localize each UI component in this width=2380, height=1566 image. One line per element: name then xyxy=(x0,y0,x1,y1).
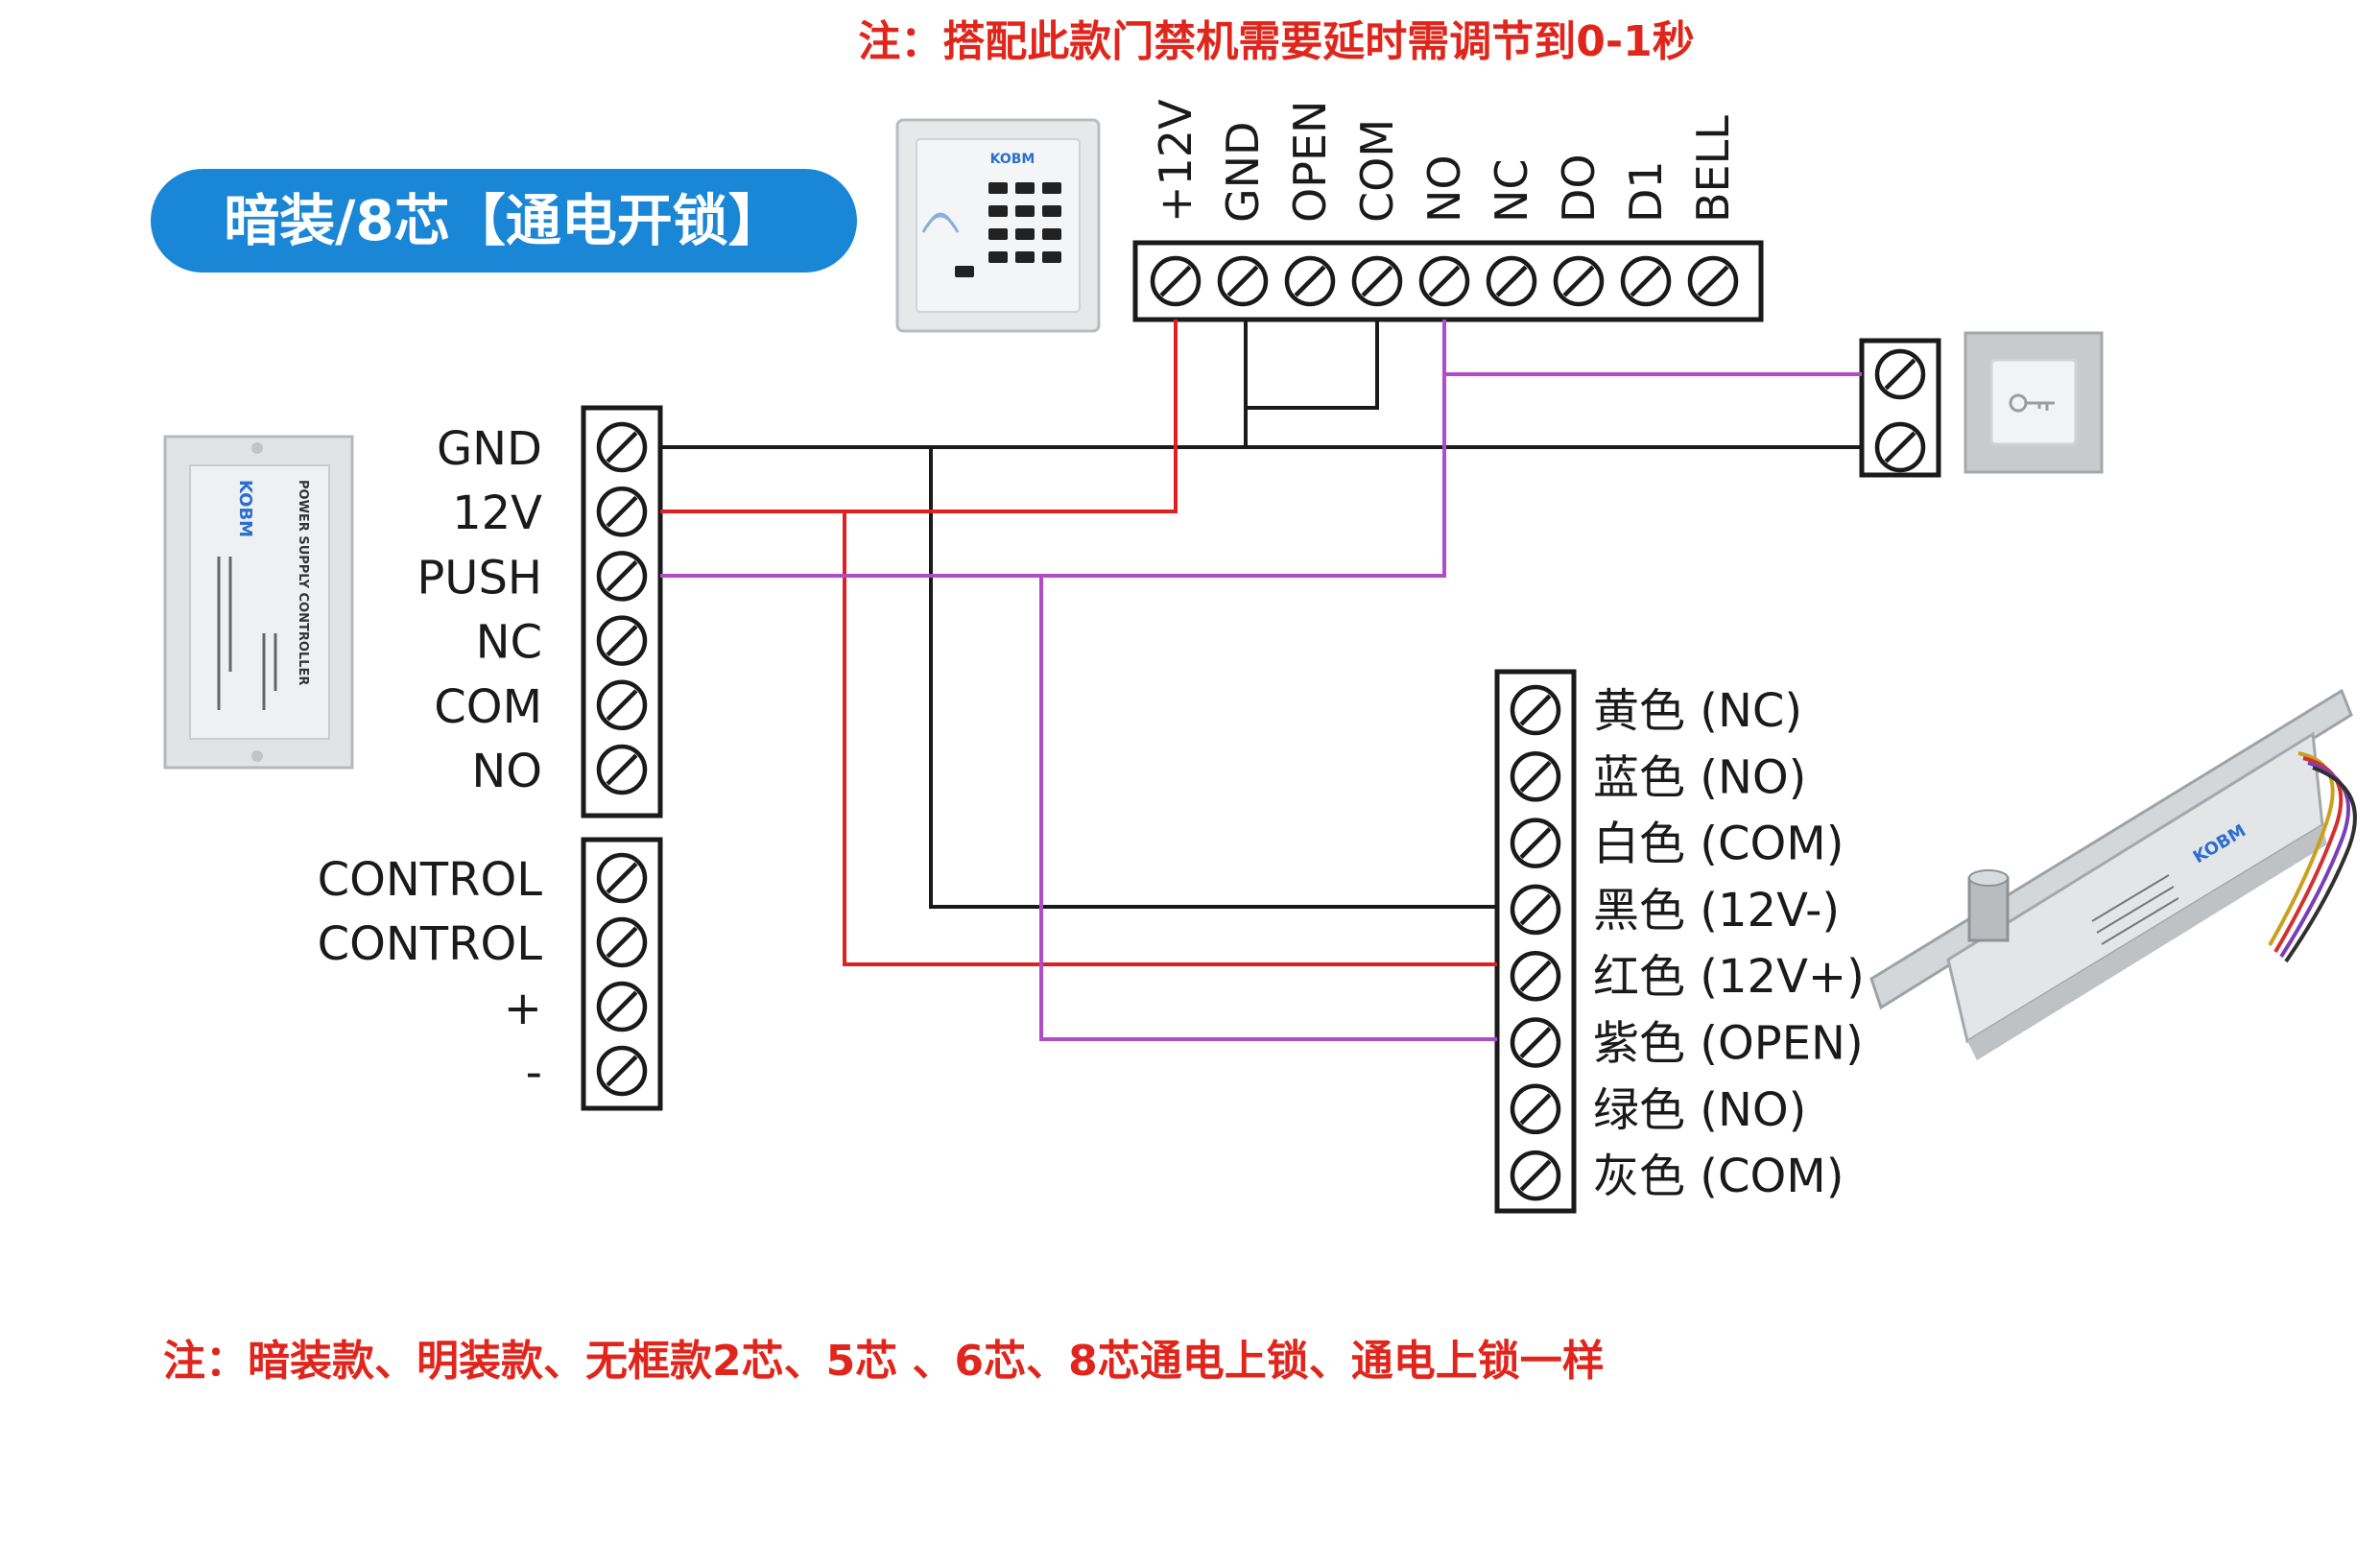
lock-terminal-block xyxy=(1494,669,1577,1214)
lock-wire-label: 白色 (COM) xyxy=(1593,818,1844,871)
power-supply-terminal-screw xyxy=(596,981,648,1032)
wires xyxy=(660,320,1862,1041)
wire-com-controller xyxy=(1246,320,1379,410)
mount-type-badge: 暗装/8芯【通电开锁】 xyxy=(151,169,857,273)
lock-wire-label: 紫色 (OPEN) xyxy=(1593,1017,1864,1071)
wire-push-lock xyxy=(1039,576,1497,1041)
lock-wire-label: 黑色 (12V-) xyxy=(1593,884,1840,937)
power-supply-terminal-screw xyxy=(596,916,648,968)
controller-terminal-label: NC xyxy=(1486,158,1537,223)
controller-terminal-label: +12V xyxy=(1150,99,1202,223)
power-supply-terminal-label: GND xyxy=(437,422,542,476)
lock-terminal-screw xyxy=(1510,950,1561,1002)
power-supply-terminal-label: - xyxy=(526,1046,542,1100)
controller-terminal-screw xyxy=(1351,255,1403,307)
power-supply-terminal-label: NO xyxy=(471,745,542,798)
exit-button-terminal-screw xyxy=(1874,348,1926,400)
controller-terminal-label: DO xyxy=(1553,154,1605,223)
power-supply-terminal-block-lower xyxy=(581,837,663,1111)
exit-button-image xyxy=(1964,331,2104,474)
controller-terminal-screw xyxy=(1486,255,1537,307)
controller-terminal-screw xyxy=(1553,255,1605,307)
controller-terminal-screw xyxy=(1418,255,1470,307)
badge-label: 暗装/8芯【通电开锁】 xyxy=(224,188,784,253)
power-supply-terminal-label: CONTROL xyxy=(318,853,543,907)
wire-12v-lock xyxy=(843,511,1497,966)
controller-terminal-screw xyxy=(1217,255,1269,307)
controller-terminal-label: D1 xyxy=(1620,160,1672,223)
controller-terminal-screw xyxy=(1284,255,1336,307)
lock-wire-label: 黄色 (NC) xyxy=(1593,684,1802,738)
controller-terminal-label: GND xyxy=(1217,122,1269,223)
power-supply-terminal-label: PUSH xyxy=(416,551,542,605)
lock-terminal-screw xyxy=(1510,818,1561,868)
exit-button-terminal-screw xyxy=(1874,421,1926,473)
wire-gnd-lock xyxy=(929,447,1497,909)
power-supply-product-text: POWER SUPPLY CONTROLLER xyxy=(296,480,310,685)
power-supply-terminal-screw xyxy=(596,852,648,904)
power-supply-terminal-label: 12V xyxy=(452,486,542,540)
controller-terminal-screw xyxy=(1620,255,1672,307)
lock-bolt xyxy=(1967,869,2010,942)
controller-terminal-label: COM xyxy=(1351,119,1403,223)
card-reader-icon xyxy=(921,212,960,233)
lock-wire-label: 绿色 (NO) xyxy=(1593,1083,1806,1137)
lock-terminal-screw xyxy=(1510,1017,1561,1068)
lock-terminal-screw xyxy=(1510,684,1561,736)
electric-bolt-lock: KOBM xyxy=(1869,688,2357,1060)
power-supply-terminal-label: COM xyxy=(434,680,542,734)
controller-terminal-screw xyxy=(1150,255,1202,307)
key-icon xyxy=(2009,393,2055,413)
keypad-logo: KOBM xyxy=(990,152,1035,167)
power-supply-terminal-screw xyxy=(596,421,648,473)
exit-button-terminal-block xyxy=(1859,338,1941,478)
lock-terminal-screw xyxy=(1510,751,1561,802)
power-supply-terminal-screw xyxy=(596,615,648,666)
controller-terminal-label: NO xyxy=(1418,154,1470,223)
lock-terminal-screw xyxy=(1510,1083,1561,1135)
power-supply-terminal-screw xyxy=(596,744,648,795)
lock-wires xyxy=(2268,751,2357,963)
lock-terminal-screw xyxy=(1510,1150,1561,1201)
power-supply-terminal-screw xyxy=(596,486,648,537)
controller-terminal-label: BELL xyxy=(1687,115,1739,223)
power-supply-terminal-label: CONTROL xyxy=(318,917,543,971)
access-controller-keypad: KOBM xyxy=(895,118,1101,333)
power-supply-terminal-screw xyxy=(596,679,648,731)
bottom-note: 注：暗装款、明装款、无框款2芯、5芯 、6芯、8芯通电上锁、通电上锁一样 xyxy=(163,1337,1605,1386)
power-supply-logo: KOBM xyxy=(235,480,255,537)
power-supply-terminal-block-upper xyxy=(581,405,663,819)
wire-push-controller xyxy=(660,320,1446,578)
power-supply-controller: KOBM POWER SUPPLY CONTROLLER xyxy=(163,435,354,770)
controller-terminal-screw xyxy=(1687,255,1739,307)
lock-terminal-screw xyxy=(1510,884,1561,936)
power-supply-terminal-screw xyxy=(596,551,648,602)
wire-12v-controller xyxy=(660,320,1178,513)
power-supply-terminal-label: + xyxy=(504,982,542,1035)
keypad-keys xyxy=(955,182,1061,277)
lock-wire-label: 蓝色 (NO) xyxy=(1593,750,1806,804)
top-note: 注：搭配此款门禁机需要延时需调节到0-1秒 xyxy=(858,17,1695,66)
power-supply-terminal-label: NC xyxy=(476,616,542,670)
power-supply-terminal-screw xyxy=(596,1045,648,1097)
lock-wire-label: 灰色 (COM) xyxy=(1593,1150,1844,1203)
lock-wire-label: 红色 (12V+) xyxy=(1593,950,1865,1004)
controller-terminal-label: OPEN xyxy=(1284,101,1336,223)
